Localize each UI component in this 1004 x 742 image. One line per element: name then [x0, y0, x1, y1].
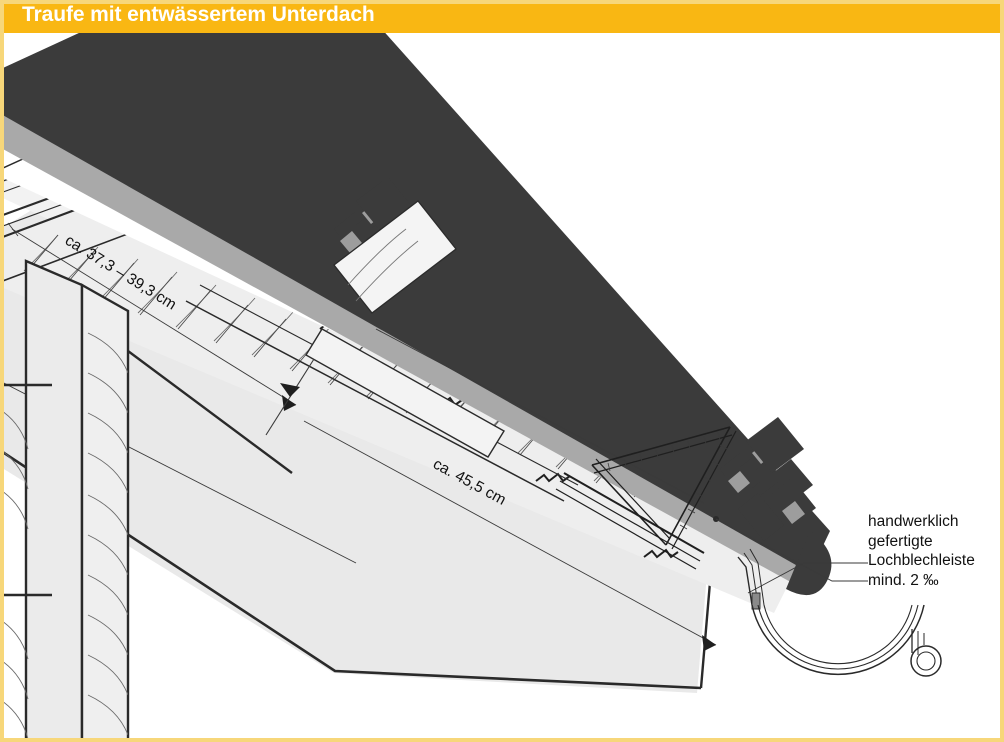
eave-metal-edge	[555, 472, 705, 570]
callout-line-3: Lochblechleiste	[868, 552, 975, 569]
callout-leader-secondary	[747, 562, 868, 594]
callout-line-4: mind. 2 ‰	[868, 571, 939, 589]
page-title: Traufe mit entwässertem Unterdach	[22, 3, 375, 26]
vent-panel	[305, 328, 505, 458]
tile-interlock-profile-lower	[714, 417, 816, 541]
wall-outer-board	[24, 259, 84, 738]
rain-gutter	[737, 548, 942, 677]
eaves-cross-section-svg: ca. 37,3 – 39,3 cm ca. 45,5 cm	[4, 33, 942, 738]
callout-text-block: handwerklich gefertigte Lochblechleiste …	[868, 512, 975, 590]
tile-charcoal-band	[4, 33, 830, 573]
perforated-metal-strip	[591, 426, 737, 550]
callout-line-2: gefertigte	[868, 532, 933, 550]
wall-assembly	[4, 259, 293, 738]
roof-assembly	[4, 33, 832, 693]
callout-line-1: handwerklich	[868, 513, 959, 530]
title-bar: Traufe mit entwässertem Unterdach	[0, 0, 1004, 33]
wall-inner-board	[80, 282, 130, 738]
technical-drawing: ca. 37,3 – 39,3 cm ca. 45,5 cm	[4, 33, 1000, 738]
tile-under-panel	[333, 200, 457, 314]
callout-leader	[713, 516, 868, 582]
